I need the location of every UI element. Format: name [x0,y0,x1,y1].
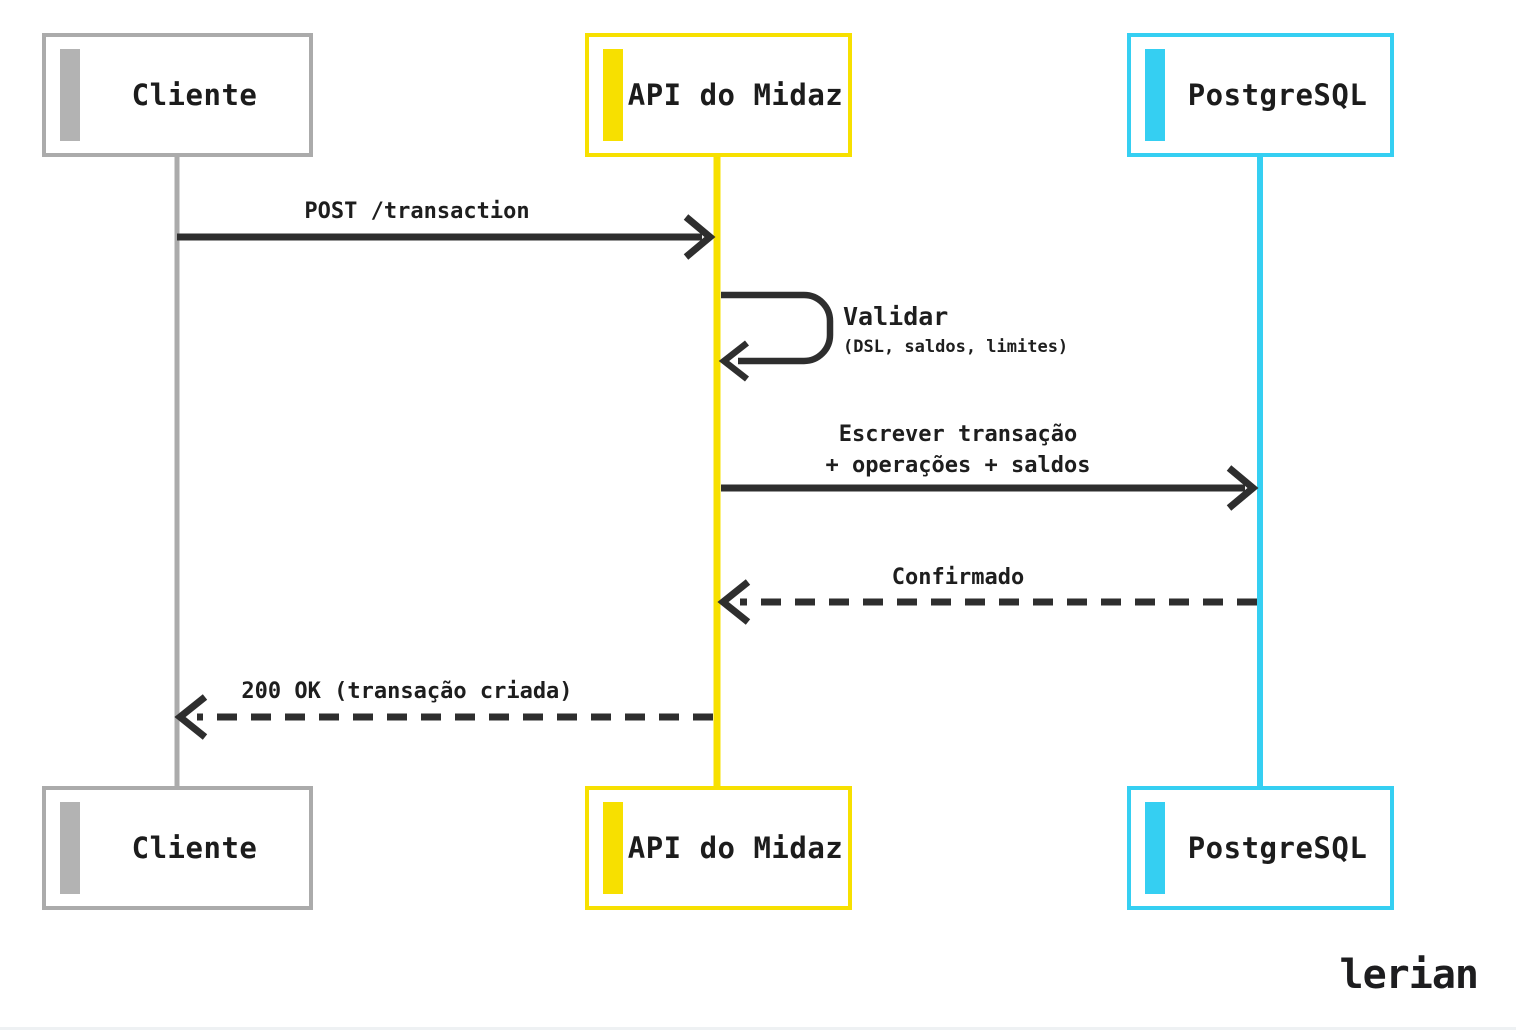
actor-label-api: API do Midaz [627,831,844,865]
actor-accent-bar [60,802,80,894]
actor-box-api-top: API do Midaz [585,33,852,157]
message-label-escrever-line2: + operações + saldos [825,453,1091,478]
message-label-escrever-line1: Escrever transação [838,422,1078,447]
actor-accent-bar [603,49,623,141]
message-sublabel-validar: (DSL, saldos, limites) [843,337,1069,357]
actor-box-cliente-bottom: Cliente [42,786,313,910]
actor-box-api-bottom: API do Midaz [585,786,852,910]
actor-box-postgres-bottom: PostgreSQL [1127,786,1394,910]
actor-label-cliente: Cliente [131,831,258,865]
arrow-escrever-transacao [721,465,1259,511]
actor-label-postgres: PostgreSQL [1187,78,1368,112]
arrow-confirmado [717,579,1257,625]
actor-accent-bar [60,49,80,141]
actor-box-cliente-top: Cliente [42,33,313,157]
message-label-escrever: Escrever transação + operações + saldos [688,419,1228,481]
actor-accent-bar [1145,49,1165,141]
actor-accent-bar [1145,802,1165,894]
arrowhead-right-icon [1226,465,1259,511]
arrow-200-ok [174,694,713,740]
actor-label-api: API do Midaz [627,78,844,112]
message-label-200-ok: 200 OK (transação criada) [241,679,573,704]
arrowhead-left-icon [717,579,751,625]
actor-label-postgres: PostgreSQL [1187,831,1368,865]
actor-box-postgres-top: PostgreSQL [1127,33,1394,157]
message-label-post-transaction: POST /transaction [304,199,530,224]
arrowhead-left-icon [174,694,208,740]
arrow-post-transaction [177,214,716,260]
message-label-confirmado: Confirmado [891,565,1025,590]
actor-label-cliente: Cliente [131,78,258,112]
arrowhead-left-icon [718,340,750,382]
message-label-validar: Validar [843,302,949,331]
arrowhead-right-icon [683,214,716,260]
lerian-logo: lerian [1339,952,1479,998]
arrow-validar-self-loop [718,291,834,382]
actor-accent-bar [603,802,623,894]
